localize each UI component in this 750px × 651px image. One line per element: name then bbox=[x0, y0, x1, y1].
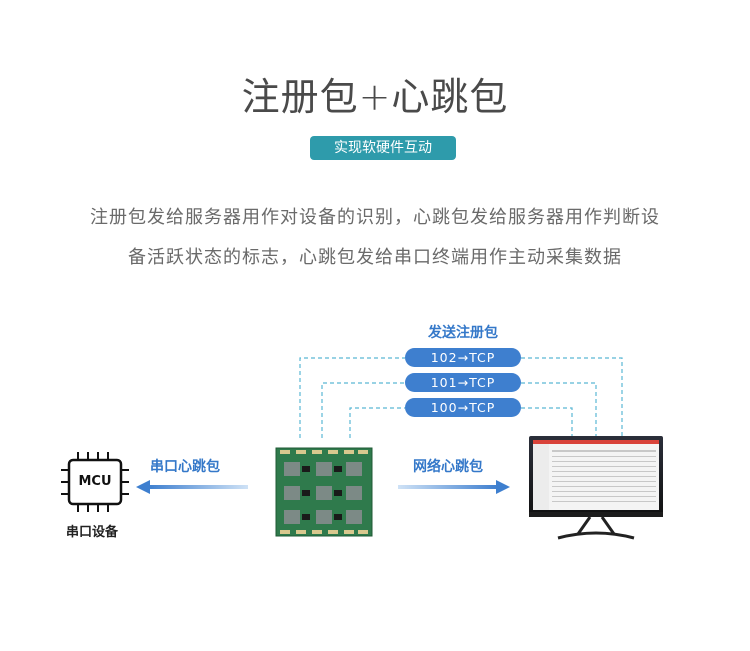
description-line-1: 注册包发给服务器用作对设备的识别，心跳包发给服务器用作判断设 bbox=[90, 207, 660, 228]
mcu-label: MCU bbox=[78, 474, 112, 489]
register-title: 发送注册包 bbox=[428, 325, 498, 341]
page-title: 注册包+心跳包 bbox=[241, 75, 509, 119]
subtitle-badge: 实现软硬件互动 bbox=[310, 136, 456, 160]
monitor-image bbox=[529, 436, 663, 540]
register-routes bbox=[299, 357, 623, 438]
serial-heartbeat-arrow bbox=[136, 480, 248, 494]
register-packet-100: 100→TCP bbox=[405, 398, 521, 417]
register-packet-101: 101→TCP bbox=[405, 373, 521, 392]
serial-device-label: 串口设备 bbox=[66, 525, 119, 540]
register-packet-102: 102→TCP bbox=[405, 348, 521, 367]
diagram-lines bbox=[61, 357, 663, 540]
circuit-board-image bbox=[275, 447, 373, 537]
serial-heartbeat-label: 串口心跳包 bbox=[150, 459, 220, 475]
communication-diagram: 发送注册包 102→TCP 101→TCP 100→TCP 串口心跳包 网络心跳… bbox=[0, 300, 750, 600]
network-heartbeat-arrow bbox=[398, 480, 510, 494]
mcu-chip-icon bbox=[61, 452, 129, 512]
network-heartbeat-label: 网络心跳包 bbox=[413, 459, 483, 475]
description-line-2: 备活跃状态的标志，心跳包发给串口终端用作主动采集数据 bbox=[128, 247, 622, 268]
